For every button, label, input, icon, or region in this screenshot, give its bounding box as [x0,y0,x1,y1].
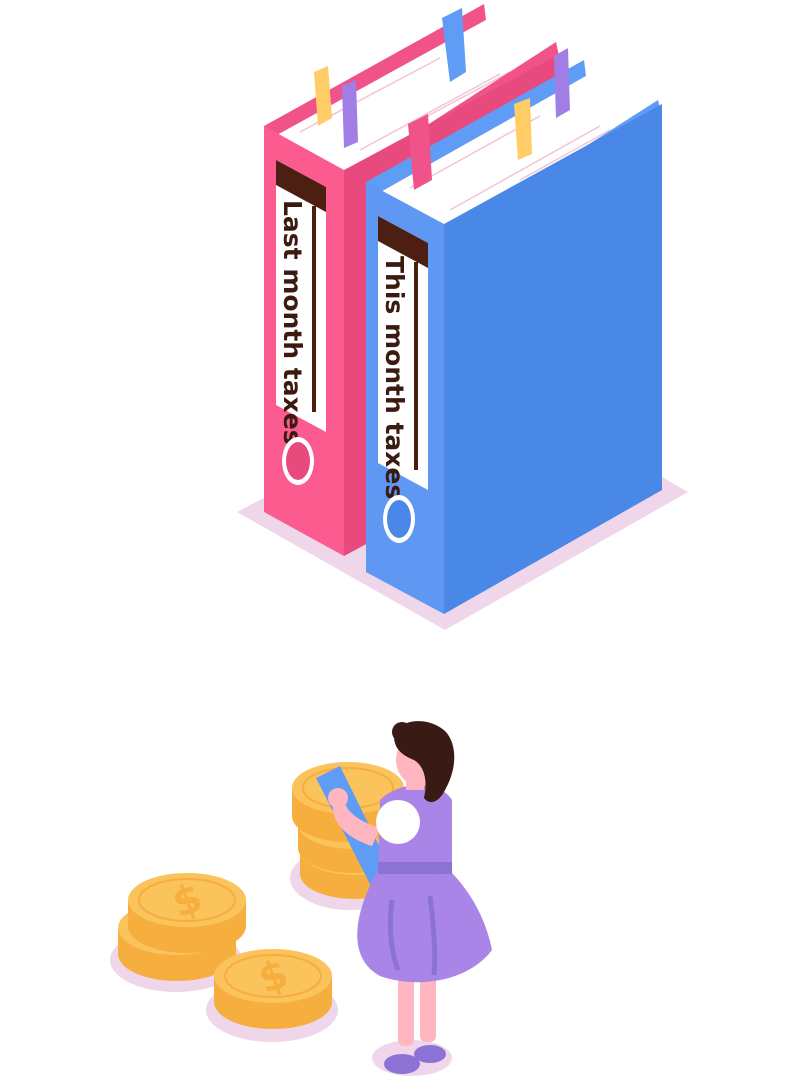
woman-figure [316,721,492,1076]
binder-label-text: This month taxes [380,256,409,499]
tab-yellow [514,98,532,160]
tab-purple [554,48,570,118]
tab-yellow [314,66,332,126]
coin-front: $ [214,949,332,1029]
tab-blue [442,8,466,82]
binder-label: This month taxes [378,216,428,499]
sticky-tabs [314,8,570,190]
binders-group: Last month taxes [237,4,688,630]
hair [394,721,455,803]
binder-label-text: Last month taxes [278,200,307,445]
tab-pink [408,114,432,190]
binder-this-month: This month taxes [366,60,662,614]
binder-label: Last month taxes [276,160,326,445]
coin-stack-left: $ [118,873,246,981]
tab-purple [342,80,358,148]
